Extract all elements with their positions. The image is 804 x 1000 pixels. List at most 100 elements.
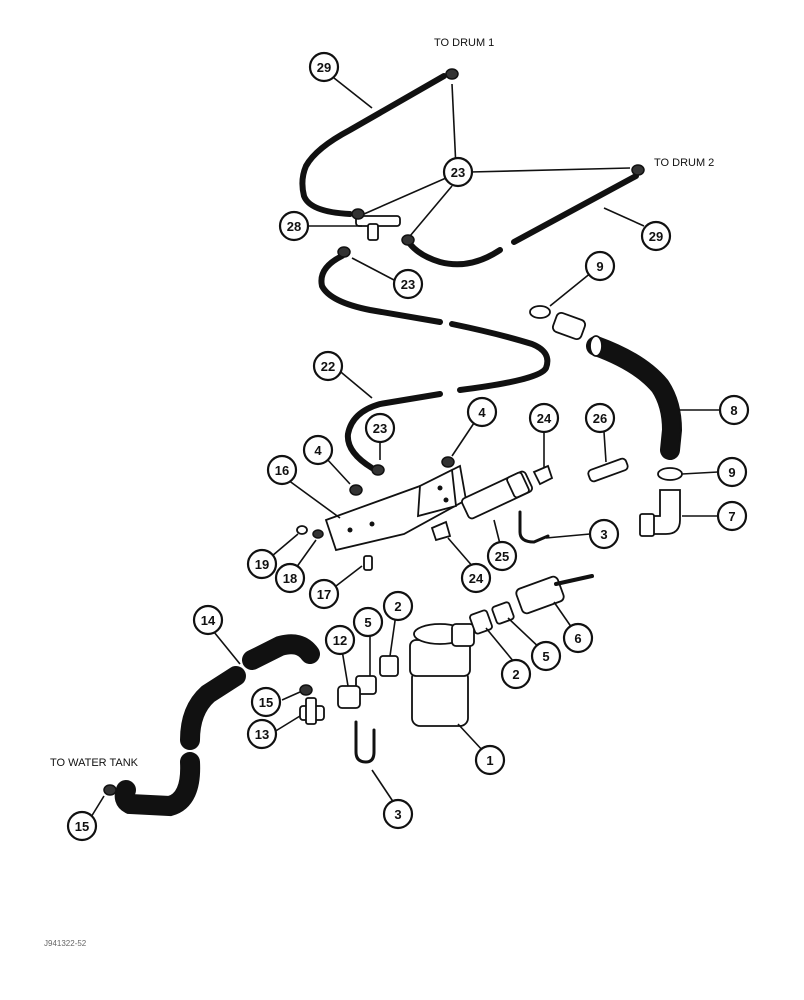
svg-text:15: 15 xyxy=(75,819,89,834)
balloon-4-right: 4 xyxy=(466,396,498,428)
balloon-5-right: 5 xyxy=(530,640,562,672)
washer-19 xyxy=(296,525,308,535)
svg-text:4: 4 xyxy=(314,443,322,458)
svg-text:1: 1 xyxy=(486,753,493,768)
balloon-23-top: 23 xyxy=(442,156,474,188)
svg-text:14: 14 xyxy=(201,613,216,628)
callout-to-drum-1: TO DRUM 1 xyxy=(434,37,494,49)
filter-1 xyxy=(409,623,475,727)
svg-text:24: 24 xyxy=(469,571,484,586)
balloon-24-upper: 24 xyxy=(528,402,560,434)
nut-4-left xyxy=(349,484,363,496)
balloon-29-right: 29 xyxy=(640,220,672,252)
balloon-8: 8 xyxy=(718,394,750,426)
nut-4-right xyxy=(441,456,455,468)
svg-text:23: 23 xyxy=(401,277,415,292)
clamp-15-upper xyxy=(299,684,313,696)
balloon-13: 13 xyxy=(246,718,278,750)
balloon-6: 6 xyxy=(562,622,594,654)
balloon-16: 16 xyxy=(266,454,298,486)
balloon-14: 14 xyxy=(192,604,224,636)
svg-text:9: 9 xyxy=(728,465,735,480)
clamp-15-lower xyxy=(103,784,117,796)
svg-text:16: 16 xyxy=(275,463,289,478)
balloon-12: 12 xyxy=(324,624,356,656)
clamp-23-mid xyxy=(337,246,351,258)
svg-text:5: 5 xyxy=(364,615,371,630)
callout-to-drum-2: TO DRUM 2 xyxy=(654,157,714,169)
balloon-15-upper: 15 xyxy=(250,686,282,718)
elbow-24-lower xyxy=(430,520,452,542)
balloon-29-upper: 29 xyxy=(308,51,340,83)
figure-id: J941322-52 xyxy=(44,939,87,948)
svg-text:13: 13 xyxy=(255,727,269,742)
balloon-4-left: 4 xyxy=(302,434,334,466)
svg-text:25: 25 xyxy=(495,549,509,564)
balloon-24-lower: 24 xyxy=(460,562,492,594)
hose-29-right xyxy=(407,173,639,268)
nipple-2-left xyxy=(379,655,399,677)
svg-text:3: 3 xyxy=(394,807,401,822)
nut-18 xyxy=(312,529,324,539)
svg-text:8: 8 xyxy=(730,403,737,418)
bushing-5-left xyxy=(355,675,377,695)
svg-text:2: 2 xyxy=(512,667,519,682)
svg-text:29: 29 xyxy=(649,229,663,244)
balloon-18: 18 xyxy=(274,562,306,594)
coupler-25 xyxy=(461,470,533,520)
balloon-19: 19 xyxy=(246,548,278,580)
u-bolt-3-upper xyxy=(518,510,550,544)
svg-text:26: 26 xyxy=(593,411,607,426)
svg-text:17: 17 xyxy=(317,587,331,602)
clamp-23-right xyxy=(631,164,645,176)
svg-text:23: 23 xyxy=(451,165,465,180)
balloon-23-low: 23 xyxy=(364,412,396,444)
balloon-3-lower: 3 xyxy=(382,798,414,830)
balloon-28: 28 xyxy=(278,210,310,242)
svg-text:23: 23 xyxy=(373,421,387,436)
svg-text:15: 15 xyxy=(259,695,273,710)
balloon-9-upper: 9 xyxy=(584,250,616,282)
svg-text:12: 12 xyxy=(333,633,347,648)
balloon-26: 26 xyxy=(584,402,616,434)
pin-26 xyxy=(587,457,629,483)
clamp-23-top xyxy=(445,68,459,80)
elbow-7 xyxy=(639,489,681,537)
svg-text:28: 28 xyxy=(287,219,301,234)
hose-29-upper xyxy=(299,73,447,217)
balloon-2-right: 2 xyxy=(500,658,532,690)
svg-text:18: 18 xyxy=(283,571,297,586)
svg-text:5: 5 xyxy=(542,649,549,664)
balloon-22: 22 xyxy=(312,350,344,382)
svg-text:19: 19 xyxy=(255,557,269,572)
hose-8 xyxy=(551,311,683,460)
balloon-25: 25 xyxy=(486,540,518,572)
adapter-12 xyxy=(337,685,361,709)
u-bolt-3-lower xyxy=(354,720,376,764)
balloon-7: 7 xyxy=(716,500,748,532)
clamp-9-lower xyxy=(657,467,683,481)
svg-text:2: 2 xyxy=(394,599,401,614)
clamp-23-low xyxy=(371,464,385,476)
clamp-9-upper xyxy=(529,305,551,319)
hose-14 xyxy=(114,634,320,817)
balloon-2-upper: 2 xyxy=(382,590,414,622)
leader-lines xyxy=(87,77,720,823)
balloon-9-lower: 9 xyxy=(716,456,748,488)
balloon-23-mid: 23 xyxy=(392,268,424,300)
tee-28 xyxy=(351,208,415,246)
svg-text:3: 3 xyxy=(600,527,607,542)
svg-text:9: 9 xyxy=(596,259,603,274)
bolt-17 xyxy=(363,555,373,571)
svg-text:29: 29 xyxy=(317,60,331,75)
elbow-24-upper xyxy=(532,464,554,486)
callout-to-water-tank: TO WATER TANK xyxy=(50,757,139,769)
balloon-5-left: 5 xyxy=(352,606,384,638)
balloon-1: 1 xyxy=(474,744,506,776)
balloon-17: 17 xyxy=(308,578,340,610)
svg-text:6: 6 xyxy=(574,631,581,646)
hose-22 xyxy=(318,253,551,471)
tee-13 xyxy=(299,697,325,725)
balloon-15-lower: 15 xyxy=(66,810,98,842)
